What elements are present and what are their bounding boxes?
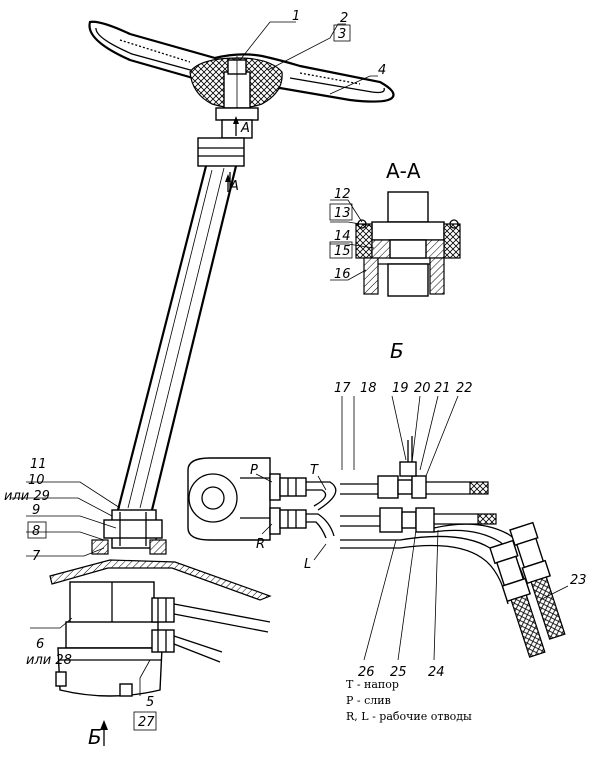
steering-wheel xyxy=(88,20,395,150)
port-label-t: T xyxy=(310,463,319,478)
callout-11: 11 xyxy=(30,457,47,472)
callout-23: 23 xyxy=(570,573,587,588)
callout-27: 27 xyxy=(138,715,155,730)
callout-24: 24 xyxy=(428,665,445,680)
legend-line-2: Р - слив xyxy=(346,694,391,707)
port-labels: P T R L xyxy=(250,463,319,572)
callout-10: 10 xyxy=(28,473,45,488)
view-b-arrow-label: Б xyxy=(88,725,102,749)
port-label-p: P xyxy=(250,463,258,478)
callout-14: 14 xyxy=(334,229,351,244)
base-unit xyxy=(49,509,272,697)
callout-12: 12 xyxy=(334,187,351,202)
callout-8: 8 xyxy=(32,524,40,539)
callout-6-alt: или 28 xyxy=(26,653,72,668)
callout-4: 4 xyxy=(378,63,386,78)
callout-numbers: 1 2 3 4 5 6 или 28 7 8 9 10 или 29 11 12… xyxy=(4,9,587,731)
section-mark-a: A A xyxy=(225,116,250,194)
callout-13: 13 xyxy=(334,206,351,221)
leader-lines xyxy=(10,21,569,696)
callout-18: 18 xyxy=(360,381,377,396)
callout-2: 2 xyxy=(340,11,348,26)
callout-20: 20 xyxy=(414,381,431,396)
section-aa-title: А-А xyxy=(386,159,421,183)
callout-22: 22 xyxy=(456,381,473,396)
callout-26: 26 xyxy=(358,665,375,680)
callout-1: 1 xyxy=(292,9,300,24)
port-label-r: R xyxy=(256,537,265,552)
callout-5: 5 xyxy=(146,695,154,710)
port-label-l: L xyxy=(304,557,311,572)
callout-7: 7 xyxy=(32,549,41,564)
section-a-label-bottom: A xyxy=(229,179,239,194)
legend-line-3: R, L - рабочие отводы xyxy=(346,710,472,723)
legend-line-1: Т - напор xyxy=(346,678,399,691)
section-a-label-top: A xyxy=(240,121,250,136)
callout-25: 25 xyxy=(390,665,407,680)
callout-10-alt: или 29 xyxy=(4,489,50,504)
callout-9: 9 xyxy=(32,503,40,518)
section-aa: А-А xyxy=(355,159,461,297)
view-b: Б xyxy=(187,339,566,658)
callout-17: 17 xyxy=(334,381,351,396)
callout-19: 19 xyxy=(392,381,409,396)
callout-6: 6 xyxy=(36,637,44,652)
callout-16: 16 xyxy=(334,267,351,282)
callout-15: 15 xyxy=(334,244,351,259)
view-b-title: Б xyxy=(390,339,404,363)
steering-column xyxy=(116,137,245,511)
callout-3: 3 xyxy=(338,27,346,42)
view-b-arrow: Б xyxy=(88,720,108,749)
legend: Т - напор Р - слив R, L - рабочие отводы xyxy=(346,678,472,723)
callout-21: 21 xyxy=(434,381,451,396)
